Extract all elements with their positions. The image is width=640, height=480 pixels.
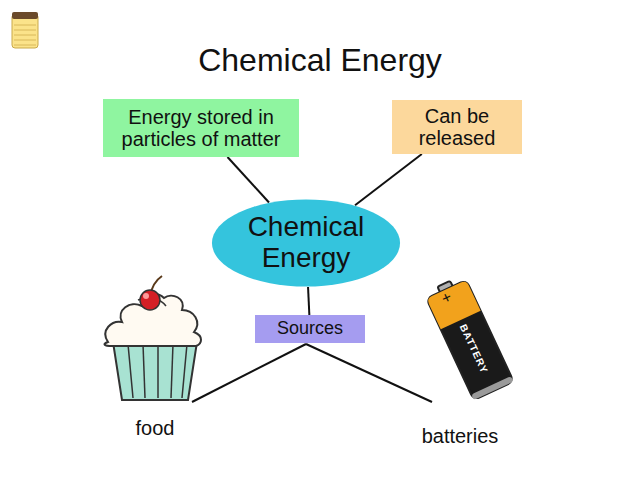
cherry: [140, 290, 160, 310]
node-texts: Sources: [277, 319, 343, 339]
node-texts: Can be released: [398, 105, 516, 149]
cupcake-liner: [113, 342, 197, 400]
connector-line: [227, 157, 269, 202]
ellipse-fill: [212, 199, 400, 286]
battery-band: [426, 280, 480, 329]
connector-stroke: [308, 287, 309, 315]
notepad-page: [12, 14, 38, 48]
node-label: Sources: [277, 319, 343, 339]
node-texts: Energy stored in particles of matter: [109, 106, 293, 150]
node-texts: Chemical Energy: [233, 212, 379, 274]
sources-box: Sources: [255, 315, 365, 343]
source-label: food: [136, 418, 175, 438]
node-label: Energy stored in particles of matter: [109, 106, 293, 150]
battery-base: [471, 376, 513, 400]
connector-stroke: [355, 154, 422, 205]
liner-ridges: [128, 344, 187, 398]
property-box: Can be released: [392, 100, 522, 154]
node-label: Can be released: [398, 105, 516, 149]
connector-line: [308, 287, 309, 315]
source-line: [306, 344, 432, 402]
notepad-icon: [12, 12, 38, 48]
battery-illustration: [424, 275, 514, 401]
source-line: [192, 344, 306, 402]
cupcake-illustration: [105, 276, 201, 400]
definition-box: Energy stored in particles of matter: [103, 99, 299, 157]
source-label: batteries: [422, 426, 499, 446]
node-label: Chemical Energy: [233, 212, 379, 274]
notepad-lines: [14, 25, 36, 45]
connector-stroke: [227, 157, 269, 202]
cherry-shine: [143, 293, 149, 299]
connector-line: [355, 154, 422, 205]
diagram-title: Chemical Energy: [198, 42, 442, 79]
notepad-binding: [12, 12, 38, 19]
central-ellipse: Chemical Energy: [211, 199, 401, 287]
battery-body: [426, 280, 513, 400]
